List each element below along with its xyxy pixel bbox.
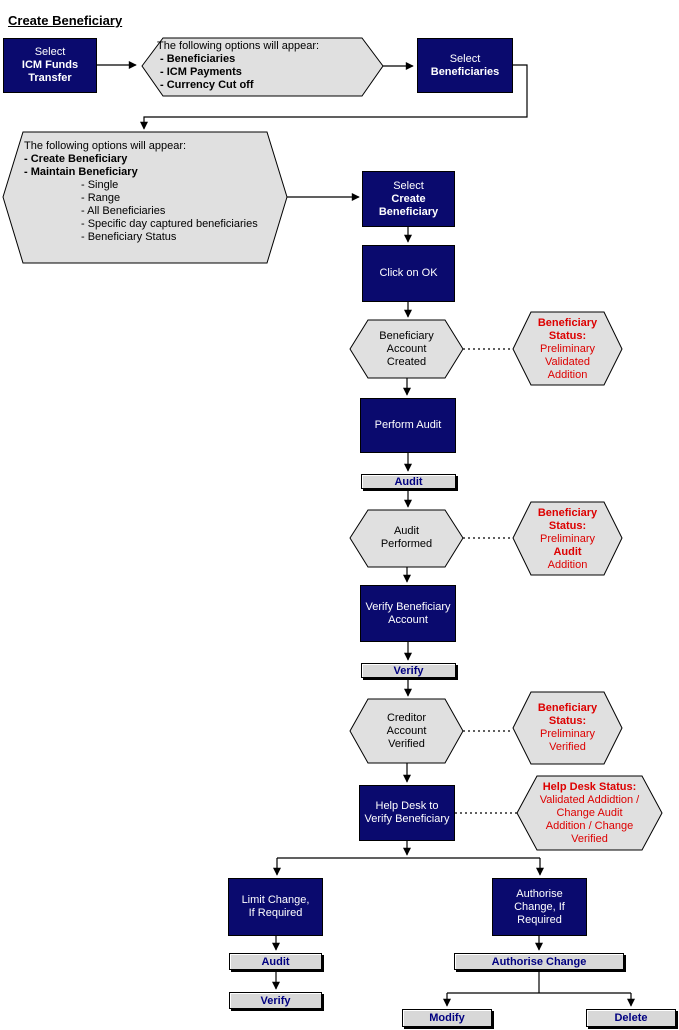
box-line: Required bbox=[517, 913, 562, 926]
status-line: Audit bbox=[553, 546, 582, 558]
audit-button: Audit bbox=[361, 474, 456, 489]
hexagon-intro: The following options will appear: bbox=[24, 140, 187, 152]
status-line: Verified bbox=[571, 833, 608, 845]
hexagon-creditor-verified-text: Creditor Account Verified bbox=[350, 712, 463, 751]
box-verify-beneficiary-account: Verify Beneficiary Account bbox=[360, 585, 456, 642]
box-line: If Required bbox=[248, 907, 303, 919]
box-line: Transfer bbox=[28, 72, 72, 84]
box-line: Select bbox=[34, 46, 66, 58]
hexagon-status-audit bbox=[512, 501, 623, 576]
box-line: Limit Change, bbox=[241, 894, 310, 906]
status-verified-text: Beneficiary Status: Preliminary Verified bbox=[513, 702, 622, 754]
hexagon-intro: The following options will appear: bbox=[157, 40, 320, 52]
status-line: Preliminary bbox=[539, 343, 595, 355]
hexagon-status-verified bbox=[512, 691, 623, 765]
status-line: Validated Addidtion / bbox=[539, 794, 640, 806]
box-line: Change, If bbox=[514, 900, 565, 913]
option-sub-item: - Range bbox=[81, 192, 121, 204]
verify-button: Verify bbox=[361, 663, 456, 678]
option-sub-item: - All Beneficiaries bbox=[81, 205, 166, 217]
box-line: Help Desk to bbox=[375, 800, 439, 812]
status-line: Addition / Change bbox=[545, 820, 634, 832]
dotted-connectors bbox=[455, 348, 517, 814]
box-line: Click on OK bbox=[379, 267, 438, 279]
box-line: Select bbox=[393, 179, 424, 192]
option-item: - Currency Cut off bbox=[160, 79, 254, 91]
hexagon-shapes bbox=[2, 37, 663, 851]
status-audit-text: Beneficiary Status: Preliminary Audit Ad… bbox=[513, 507, 622, 572]
delete-button: Delete bbox=[586, 1009, 676, 1027]
hexagon-line: Creditor bbox=[386, 712, 427, 724]
box-select-create-beneficiary: Select Create Beneficiary bbox=[362, 171, 455, 227]
box-line: Perform Audit bbox=[374, 419, 442, 431]
hexagon-status-validated bbox=[512, 311, 623, 386]
option-item: - Create Beneficiary bbox=[24, 153, 128, 165]
status-header: Beneficiary bbox=[537, 317, 598, 329]
verify-button-2: Verify bbox=[229, 992, 322, 1009]
box-perform-audit: Perform Audit bbox=[360, 398, 456, 453]
hexagon-line: Performed bbox=[380, 538, 433, 550]
status-header: Status: bbox=[548, 330, 587, 342]
audit-button-2: Audit bbox=[229, 953, 322, 970]
hexagon-help-desk-status bbox=[516, 775, 663, 851]
hexagon-line: Created bbox=[386, 356, 427, 368]
page-title: Create Beneficiary bbox=[8, 13, 123, 28]
box-select-beneficiaries: Select Beneficiaries bbox=[417, 38, 513, 93]
status-header: Help Desk Status: bbox=[542, 781, 637, 793]
box-line: Verify Beneficiary bbox=[365, 600, 451, 613]
box-line: Verify Beneficiary bbox=[364, 813, 450, 825]
arrow-beneficiaries-to-main-options bbox=[140, 64, 528, 130]
option-item: - ICM Payments bbox=[160, 66, 242, 78]
status-validated-text: Beneficiary Status: Preliminary Validate… bbox=[513, 317, 622, 382]
authorise-change-button: Authorise Change bbox=[454, 953, 624, 970]
hexagon-line: Verified bbox=[388, 738, 425, 750]
box-line: ICM Funds bbox=[21, 59, 79, 71]
hexagon-line: Account bbox=[386, 725, 427, 737]
hexagon-line: Account bbox=[386, 343, 427, 355]
hexagon-line: Audit bbox=[393, 525, 420, 537]
box-authorise-change: Authorise Change, If Required bbox=[492, 878, 587, 936]
option-item: - Maintain Beneficiary bbox=[24, 166, 138, 178]
flow-arrows bbox=[97, 61, 635, 1007]
status-line: Preliminary bbox=[539, 728, 595, 740]
status-line: Preliminary bbox=[539, 533, 595, 545]
status-line: Validated bbox=[544, 356, 591, 368]
status-header: Status: bbox=[548, 715, 587, 727]
modify-button: Modify bbox=[402, 1009, 492, 1027]
box-select-icm-funds-transfer: Select ICM Funds Transfer bbox=[3, 38, 97, 93]
hexagon-options-main-text: The following options will appear: - Cre… bbox=[24, 140, 279, 244]
help-desk-status-text: Help Desk Status: Validated Addidtion / … bbox=[517, 781, 662, 846]
hexagon-options-top-text: The following options will appear: - Ben… bbox=[157, 40, 372, 92]
status-line: Change Audit bbox=[556, 807, 623, 819]
option-sub-item: - Beneficiary Status bbox=[81, 231, 177, 243]
box-line: Account bbox=[388, 613, 428, 626]
status-line: Addition bbox=[547, 559, 588, 571]
box-limit-change: Limit Change, If Required bbox=[228, 878, 323, 936]
box-help-desk-verify: Help Desk to Verify Beneficiary bbox=[359, 785, 455, 841]
box-line: Beneficiaries bbox=[430, 65, 500, 78]
hexagon-audit-performed-text: Audit Performed bbox=[350, 525, 463, 551]
hexagon-account-created-text: Beneficiary Account Created bbox=[350, 330, 463, 369]
status-header: Beneficiary bbox=[537, 507, 598, 519]
option-sub-item: - Specific day captured beneficiaries bbox=[81, 218, 258, 230]
box-line: Authorise bbox=[516, 887, 563, 900]
box-click-on-ok: Click on OK bbox=[362, 245, 455, 302]
box-line: Select bbox=[449, 52, 481, 65]
status-header: Status: bbox=[548, 520, 587, 532]
option-sub-item: - Single bbox=[81, 179, 119, 191]
option-item: - Beneficiaries bbox=[160, 53, 236, 65]
status-line: Addition bbox=[547, 369, 588, 381]
box-line: Beneficiary bbox=[378, 205, 439, 218]
box-line: Create bbox=[391, 192, 426, 205]
status-header: Beneficiary bbox=[537, 702, 598, 714]
status-line: Verified bbox=[549, 741, 586, 753]
hexagon-line: Beneficiary bbox=[379, 330, 434, 342]
